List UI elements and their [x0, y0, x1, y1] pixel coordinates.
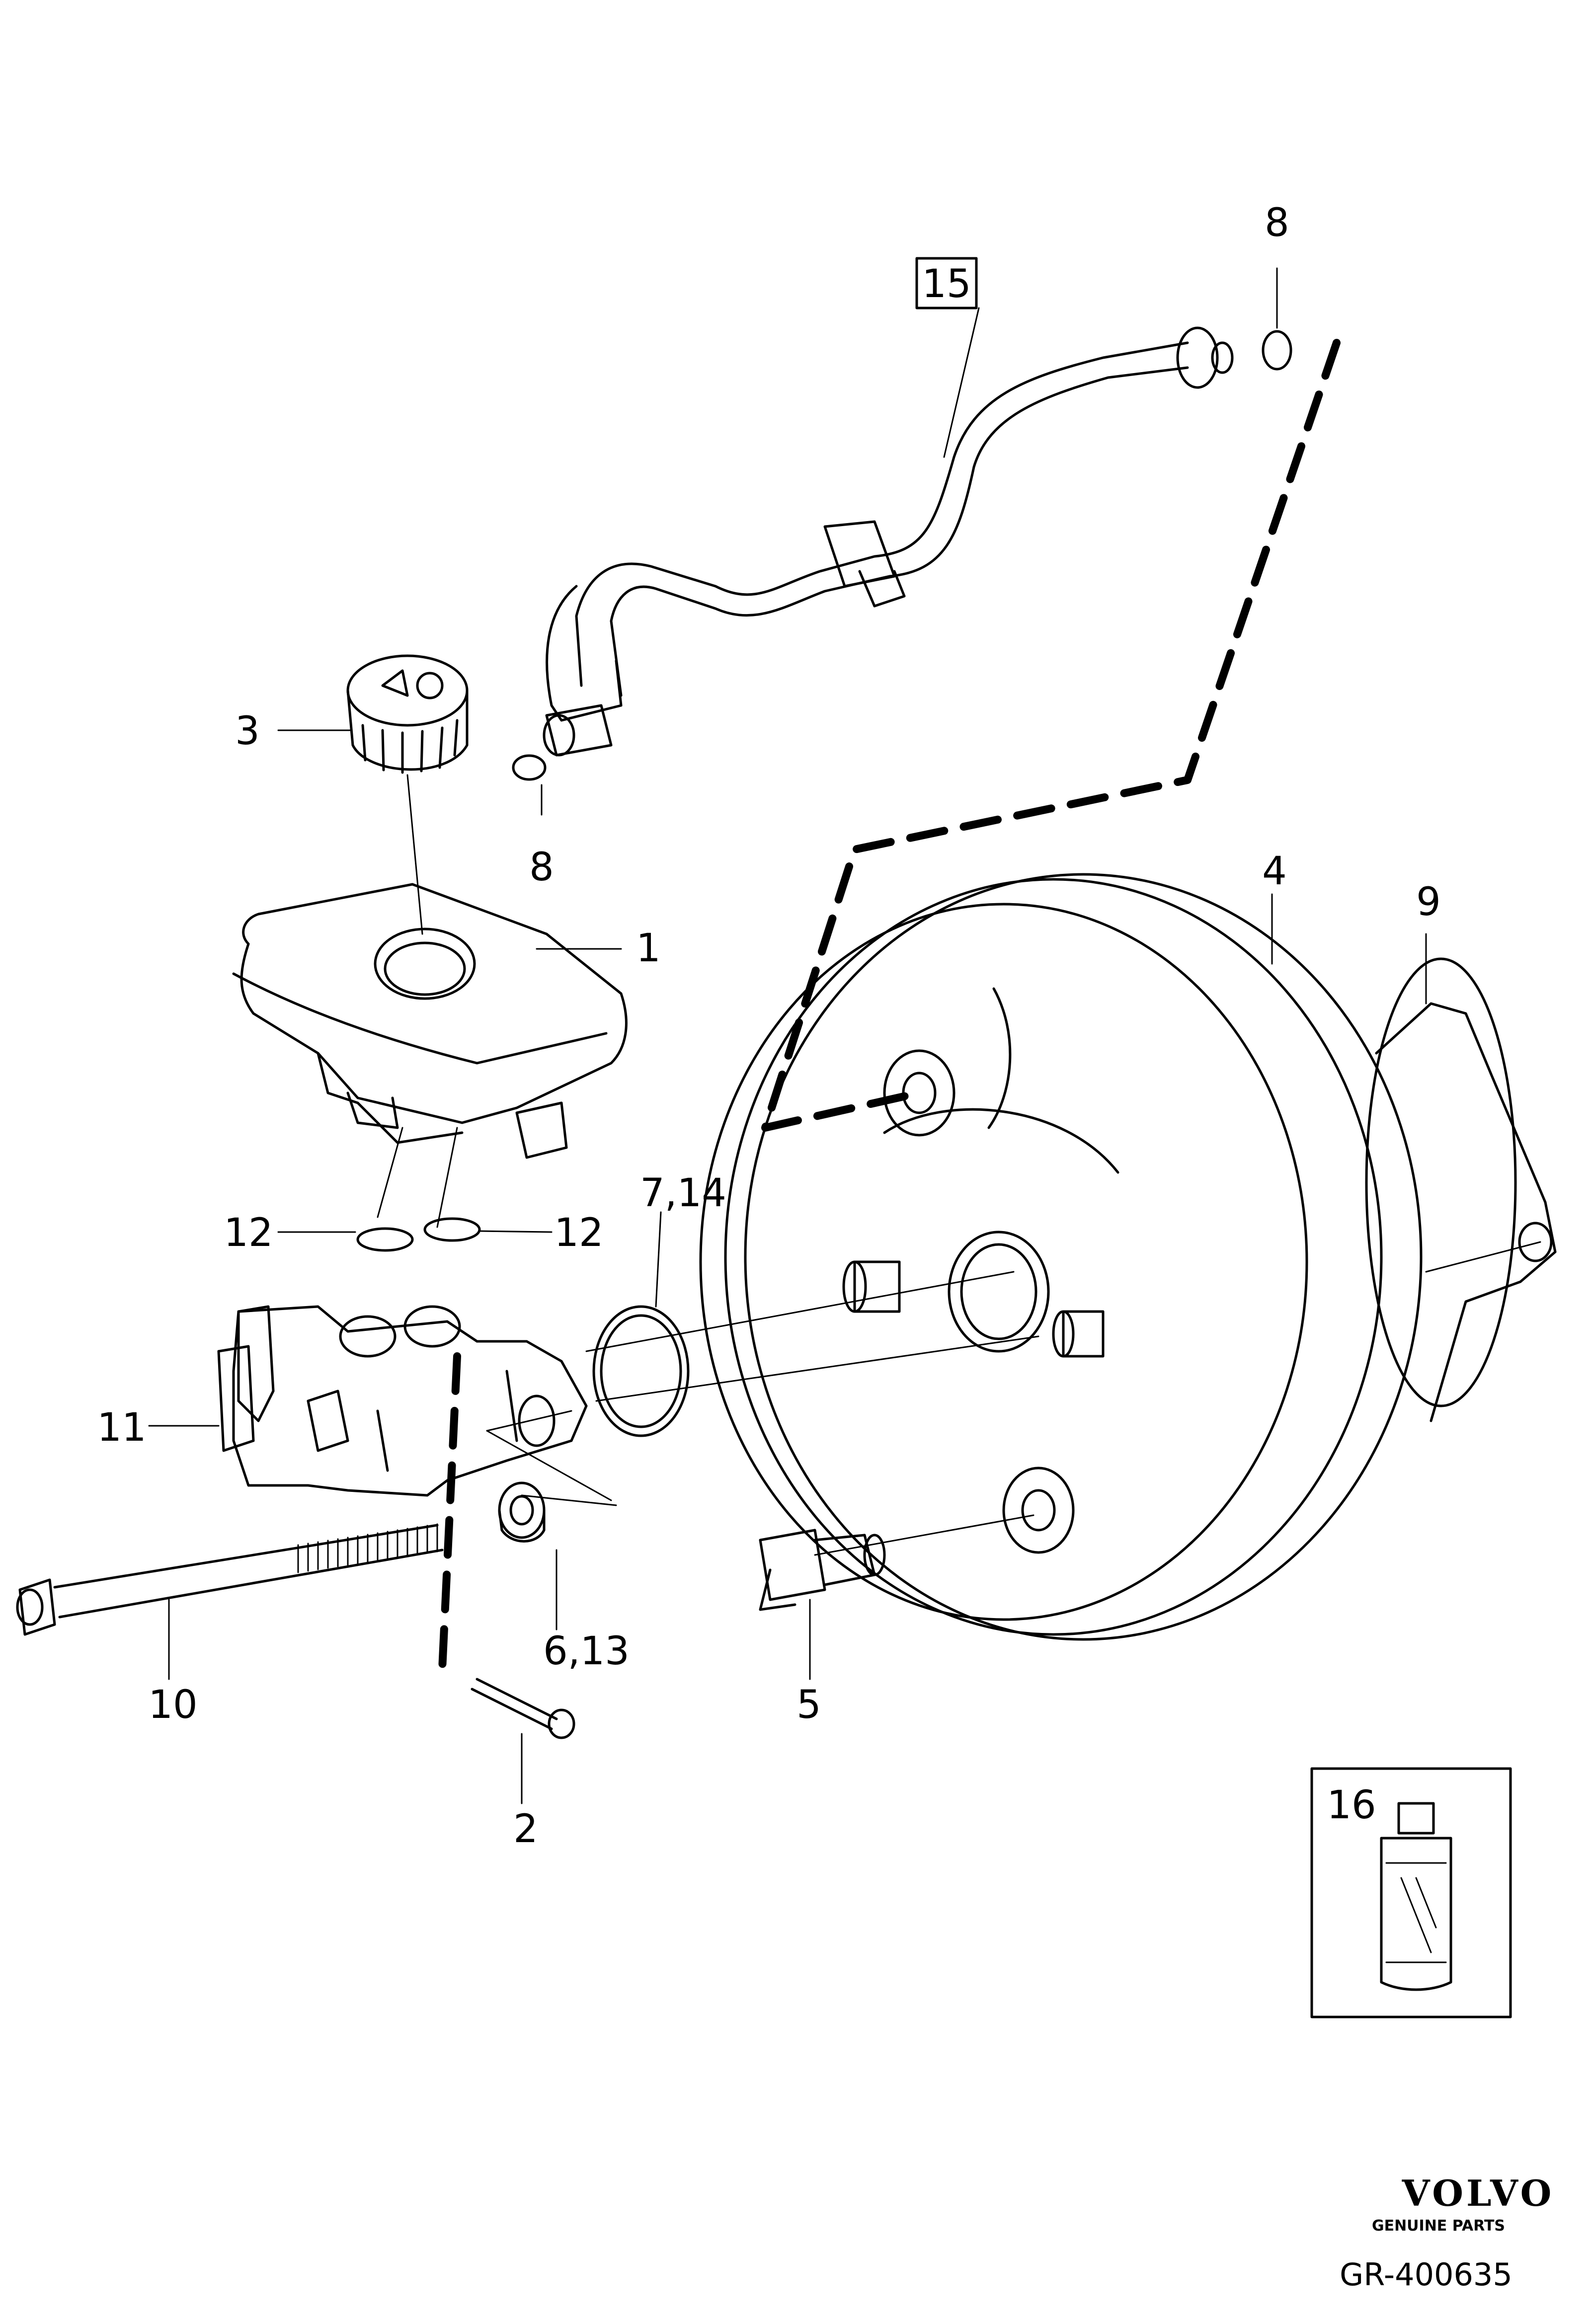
leader-lines [148, 267, 1427, 1804]
hose-lower-connector [545, 704, 613, 757]
label-box-15 [915, 257, 978, 310]
cap-ribs [361, 719, 459, 774]
booster-stud-left [853, 1260, 901, 1313]
pin-bolt-2 [471, 1678, 575, 1739]
bolt-thread [297, 1523, 438, 1573]
booster-rim-mid [724, 878, 1383, 1636]
brake-booster [699, 873, 1557, 1641]
label-4: 4 [1262, 849, 1287, 894]
booster-stud-hole-upper [902, 1072, 937, 1114]
master-cylinder-flange-hole [518, 1394, 556, 1447]
label-15: 15 [922, 262, 971, 307]
booster-center-bore [960, 1243, 1037, 1340]
hose-lower-connector-end [543, 714, 575, 757]
hose-clip-tab [858, 570, 906, 608]
hose-end-nipple [1211, 341, 1234, 374]
o-ring-12-right [423, 1217, 481, 1242]
brand-logo: VOLVO [1402, 2172, 1555, 2214]
label-8-mid: 8 [529, 845, 554, 890]
brake-fluid-bottle [1380, 1802, 1452, 1991]
label-9: 9 [1416, 880, 1441, 925]
reservoir-lower [317, 1052, 464, 1144]
label-2: 2 [513, 1807, 538, 1852]
booster-stud-right-end [1052, 1310, 1075, 1358]
master-cylinder-ribs [307, 1370, 518, 1472]
booster-stud-boss-upper [883, 1049, 955, 1137]
booster-stud-left-end [842, 1260, 867, 1313]
guide-lines [377, 774, 1541, 1556]
reservoir-neck [374, 928, 476, 1000]
seal-7-14-outer [592, 1305, 690, 1437]
booster-stud-boss-lower [1002, 1467, 1075, 1554]
o-ring-8-top [1262, 330, 1292, 371]
master-cylinder-body [232, 1305, 588, 1497]
label-12-left: 12 [224, 1211, 273, 1255]
brand-subtitle: GENUINE PARTS [1372, 2217, 1505, 2235]
hose-elbow [546, 585, 623, 722]
master-cylinder-bracket [237, 1305, 275, 1422]
hose-outer [575, 341, 1189, 687]
booster-mounting-plate [1375, 1002, 1557, 1422]
washer-6-13 [498, 1481, 546, 1543]
label-11: 11 [97, 1405, 146, 1450]
cap-symbol [381, 669, 444, 699]
reference-code: GR-400635 [1340, 2256, 1512, 2293]
switch-5 [759, 1529, 886, 1611]
reservoir-body [240, 883, 628, 1124]
seal-7-14-inner [600, 1314, 682, 1428]
label-12-right: 12 [554, 1211, 603, 1255]
hose-clip [823, 520, 896, 588]
booster-front-face [699, 903, 1308, 1621]
booster-face-contour [987, 987, 1012, 1129]
long-bolt-10 [16, 1523, 444, 1636]
label-8-top: 8 [1265, 201, 1289, 245]
label-7-14: 7,14 [640, 1171, 726, 1216]
master-cylinder-port-2 [403, 1305, 461, 1348]
booster-rim-back [744, 873, 1423, 1641]
label-10: 10 [148, 1683, 197, 1727]
booster-rear-flange [1365, 957, 1517, 1407]
mounting-plate-hole [1518, 1222, 1553, 1262]
booster-stud-right [1062, 1310, 1105, 1358]
footer: VOLVO GENUINE PARTS GR-400635 [1340, 2172, 1555, 2293]
booster-stud-hole-lower [1021, 1489, 1056, 1532]
o-ring-12-left [356, 1227, 414, 1252]
label-1: 1 [636, 926, 661, 971]
part-labels: 15 8 3 8 1 4 9 7,14 12 12 11 6,13 10 5 2… [97, 201, 1440, 1852]
reservoir-outlets [346, 1091, 399, 1129]
hose-inner [610, 366, 1189, 697]
label-6-13: 6,13 [543, 1629, 630, 1674]
sensor-11 [217, 1345, 255, 1452]
reservoir-connector [515, 1101, 568, 1159]
routing-dashed-line [761, 339, 1341, 1132]
reservoir-cap [346, 654, 469, 774]
booster-center-boss [948, 1231, 1050, 1353]
label-16: 16 [1327, 1783, 1376, 1828]
booster-face-contour [883, 1108, 1119, 1174]
master-cylinder-port-1 [339, 1315, 397, 1358]
label-3: 3 [235, 709, 260, 754]
cap-side [346, 689, 469, 771]
o-ring-8-mid [512, 754, 547, 781]
brake-fluid-reservoir [232, 883, 628, 1159]
reservoir-ridge [232, 972, 608, 1065]
label-box-16 [1310, 1767, 1512, 2018]
hose-end-fitting [1176, 326, 1219, 389]
reservoir-neck-inner [384, 941, 466, 996]
label-5: 5 [796, 1683, 821, 1727]
pin-routing-dashed-line [438, 1352, 461, 1673]
vacuum-hose [543, 326, 1234, 757]
master-cylinder [232, 1305, 588, 1497]
